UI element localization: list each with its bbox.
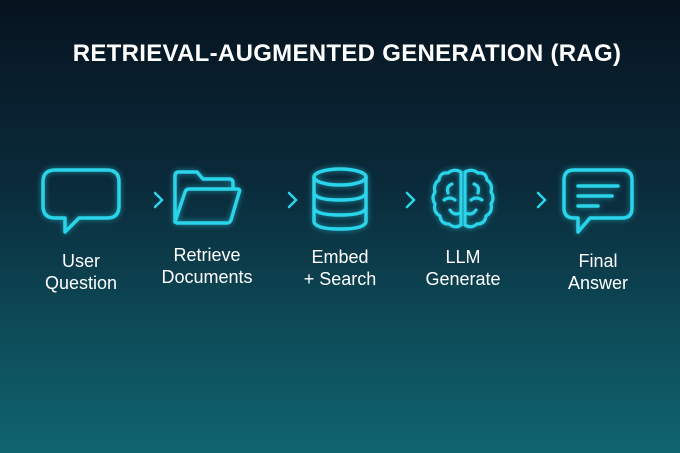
step-label-line1: User	[61, 251, 100, 271]
diagram-title: RETRIEVAL-AUGMENTED GENERATION (RAG)	[72, 40, 622, 67]
step-label-line1: Final	[578, 251, 618, 271]
folder-icon	[173, 170, 242, 225]
arrow-right-icon	[126, 191, 164, 209]
step-label-line2: Generate	[425, 269, 501, 289]
database-icon	[312, 167, 368, 231]
step-label-line1: LLM	[445, 247, 481, 267]
arrow-right-icon	[256, 191, 298, 209]
step-label-line2: + Search	[303, 269, 377, 289]
arrow-right-icon	[378, 191, 416, 209]
arrow-right-icon	[505, 191, 547, 209]
step-label-line2: Documents	[161, 267, 253, 287]
message-lines-icon	[562, 168, 634, 234]
step-label-line1: Retrieve	[173, 245, 241, 265]
brain-icon	[431, 168, 495, 229]
speech-bubble-icon	[41, 168, 121, 234]
step-embed-search: Embed+ Search	[270, 166, 410, 290]
step-label-line2: Question	[44, 273, 118, 293]
step-label-line2: Answer	[567, 273, 629, 293]
step-label-line1: Embed	[311, 247, 369, 267]
